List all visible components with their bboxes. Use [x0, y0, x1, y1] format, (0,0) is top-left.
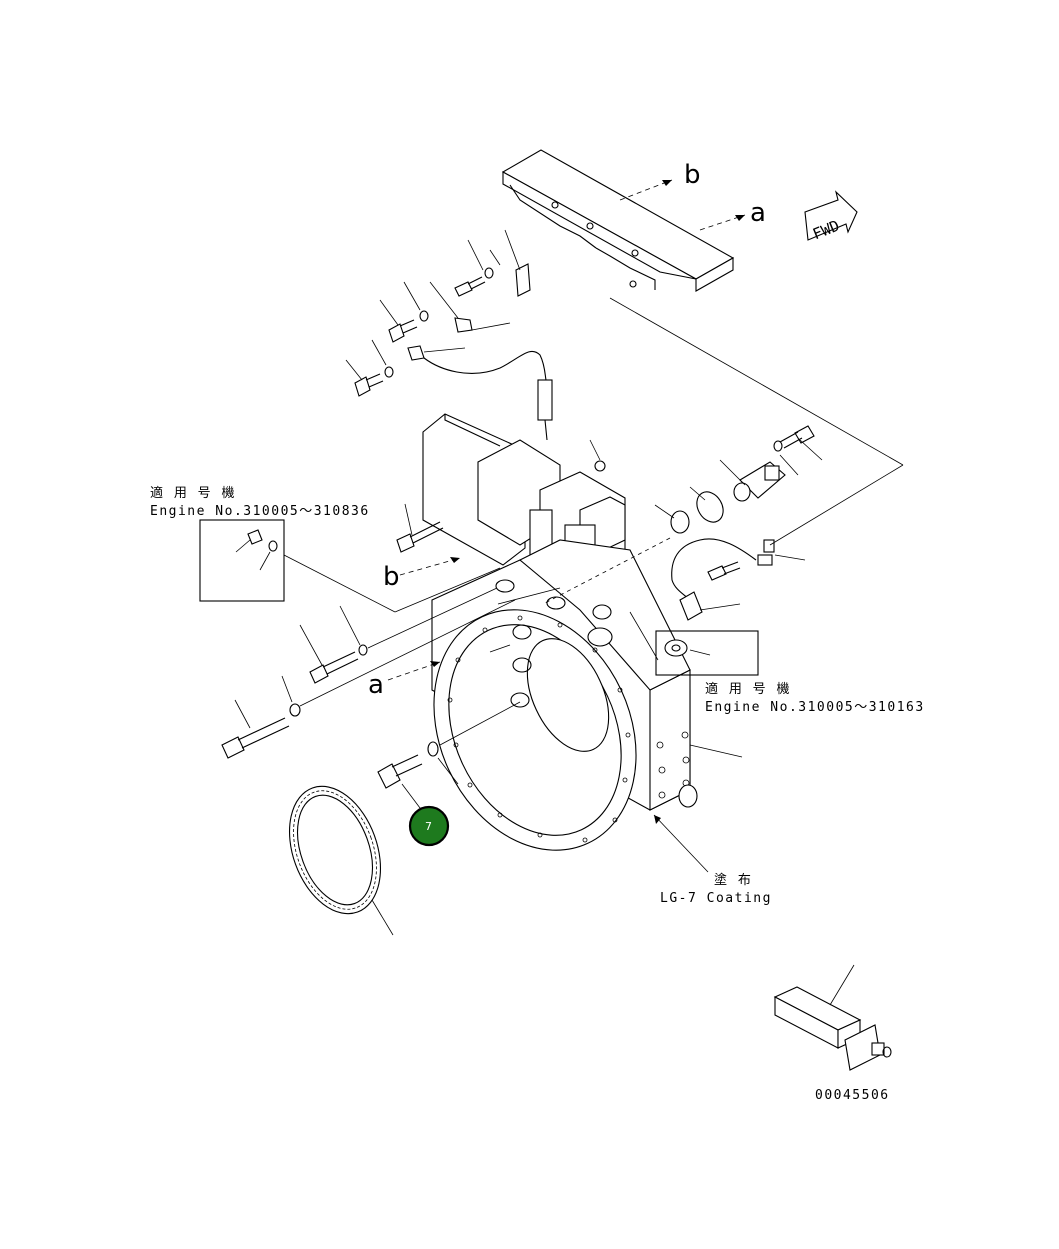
inset-box-right — [629, 611, 759, 676]
fwd-label: FWD — [810, 216, 842, 243]
callout-7[interactable]: 7 — [408, 805, 450, 847]
ref-b-mid: b — [383, 562, 400, 592]
gasket-ring — [288, 785, 394, 936]
ref-b-top: b — [684, 160, 701, 190]
flange-holes — [447, 615, 631, 843]
callout-7-number: 7 — [425, 820, 432, 833]
key-pin-component — [773, 964, 892, 1071]
drawing-number: 00045506 — [815, 1088, 890, 1103]
support-bracket — [501, 149, 904, 466]
applicable-note-2-en: Engine No.310005～310163 — [705, 700, 925, 715]
right-side-components — [544, 425, 904, 621]
applicable-note-2-jp: 適 用 号 機 — [705, 681, 791, 697]
applicable-note-1-en: Engine No.310005～310836 — [150, 504, 370, 519]
callout-7-marker — [408, 805, 450, 847]
upper-hardware — [345, 229, 553, 441]
inset-box-left — [199, 519, 501, 613]
ref-a-mid: a — [368, 670, 384, 700]
coating-jp: 塗 布 — [714, 872, 752, 888]
reference-arrows-mid — [387, 557, 461, 681]
main-housing — [422, 413, 743, 851]
left-side-bolts — [221, 503, 561, 813]
coating-en: LG-7 Coating — [660, 891, 772, 906]
coating-leader — [653, 814, 709, 873]
forward-direction-arrow: FWD — [804, 190, 858, 243]
reference-arrows-top — [619, 179, 746, 231]
applicable-note-1-jp: 適 用 号 機 — [150, 485, 236, 501]
ref-a-top: a — [750, 198, 766, 228]
